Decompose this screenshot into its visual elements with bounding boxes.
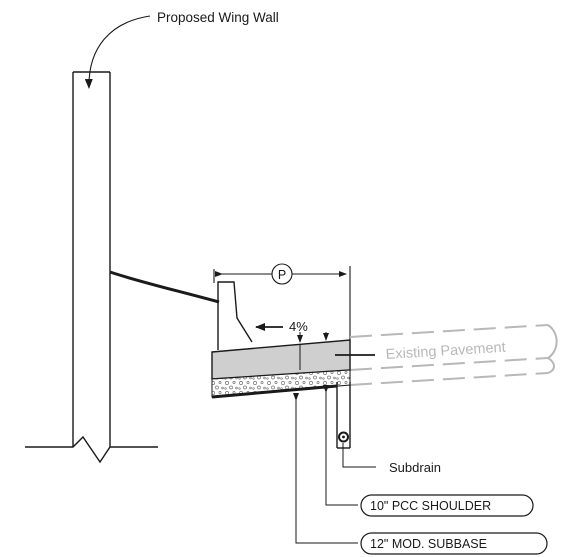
subbase-tag-label: 12" MOD. SUBBASE: [370, 537, 487, 551]
slab-thickness-dimension: [297, 332, 329, 370]
subdrain-leader: [342, 443, 376, 468]
ground-line: [109, 270, 220, 304]
shoulder-leader: [323, 385, 358, 506]
shoulder-curb: [217, 281, 253, 350]
subdrain-label: Subdrain: [389, 460, 441, 475]
slope-label: 4%: [289, 319, 308, 334]
subbase-tag-box: [360, 532, 548, 555]
shoulder-tag-label: 10" PCC SHOULDER: [370, 499, 491, 513]
existing-pavement-label: Existing Pavement: [385, 340, 506, 363]
existing-pavement: [349, 324, 558, 386]
dimension-line-p: [213, 263, 351, 385]
shoulder-tag-box: [360, 494, 534, 517]
subbase-leader: [293, 393, 358, 544]
wing-wall-label: Proposed Wing Wall: [157, 10, 279, 25]
subdrain-pipe: [338, 431, 349, 443]
subbase-bottom-line: [211, 384, 338, 399]
wing-wall-leader-arrow: [84, 15, 151, 89]
dimension-marker-label: P: [278, 268, 286, 282]
wing-wall: [25, 71, 158, 464]
